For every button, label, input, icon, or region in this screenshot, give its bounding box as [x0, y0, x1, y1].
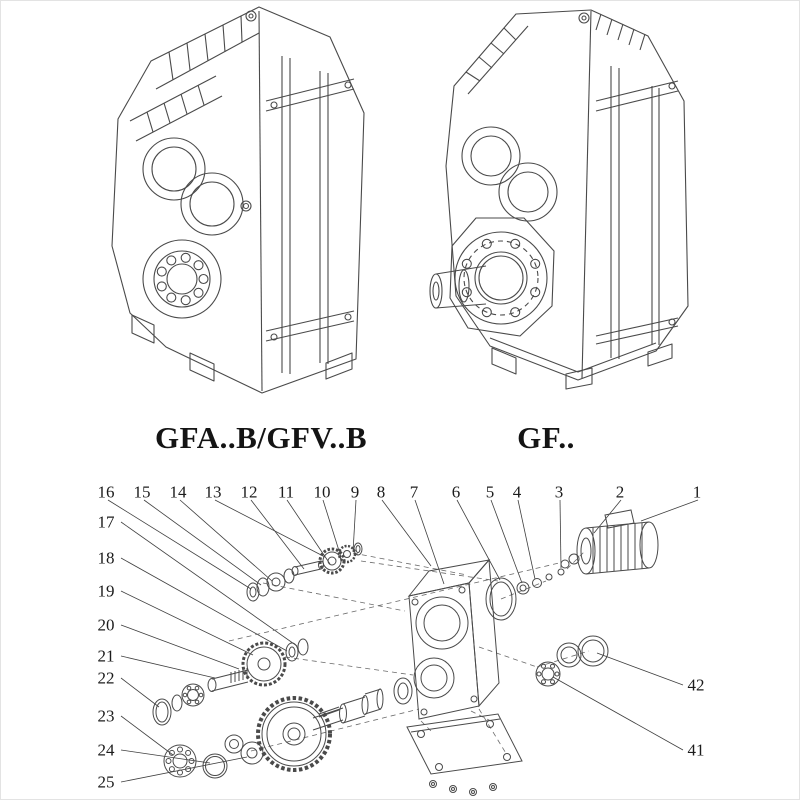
gearbox-isometric-right-drawing: [429, 9, 689, 390]
part-number-9: 9: [350, 482, 360, 502]
part-number-2: 2: [615, 482, 625, 502]
part-number-23: 23: [97, 706, 115, 726]
part-number-16: 16: [97, 482, 115, 502]
part-number-3: 3: [554, 482, 564, 502]
part-number-22: 22: [97, 668, 115, 688]
mounting-plate-and-bolts: [406, 713, 523, 796]
part-number-13: 13: [204, 482, 222, 502]
input-motor: [560, 509, 659, 575]
gasket-and-fasteners: [485, 568, 565, 621]
part-number-24: 24: [97, 740, 115, 760]
part-number-5: 5: [485, 482, 495, 502]
input-shaft-parts-cluster: [246, 542, 363, 602]
part-number-42: 42: [687, 675, 705, 695]
part-number-18: 18: [97, 548, 115, 568]
intermediate-shaft-cluster: [171, 638, 309, 712]
assembly-axis-lines: [228, 550, 590, 756]
part-number-7: 7: [409, 482, 419, 502]
part-number-1: 1: [692, 482, 702, 502]
model-designation-left: GFA..B/GFV..B: [154, 420, 368, 455]
part-number-20: 20: [97, 615, 115, 635]
part-number-4: 4: [512, 482, 522, 502]
part-number-19: 19: [97, 581, 115, 601]
part-number-15: 15: [133, 482, 151, 502]
part-number-21: 21: [97, 646, 115, 666]
part-number-12: 12: [240, 482, 258, 502]
part-number-25: 25: [97, 772, 115, 792]
part-number-6: 6: [451, 482, 461, 502]
output-rings-and-bearing: [535, 635, 609, 687]
model-designation-right: GF..: [517, 420, 575, 455]
gearbox-isometric-left-drawing: [111, 6, 365, 394]
output-shaft-parts-cluster: [152, 698, 264, 779]
part-number-14: 14: [169, 482, 187, 502]
part-number-17: 17: [97, 512, 115, 532]
output-gear-and-shaft: [256, 688, 384, 772]
part-number-41: 41: [687, 740, 705, 760]
callout-leader-lines: [107, 499, 699, 783]
part-number-10: 10: [313, 482, 331, 502]
exploded-view-drawing: [107, 499, 699, 796]
part-number-11: 11: [277, 482, 295, 502]
gear-housing: [393, 558, 500, 720]
part-number-8: 8: [376, 482, 386, 502]
